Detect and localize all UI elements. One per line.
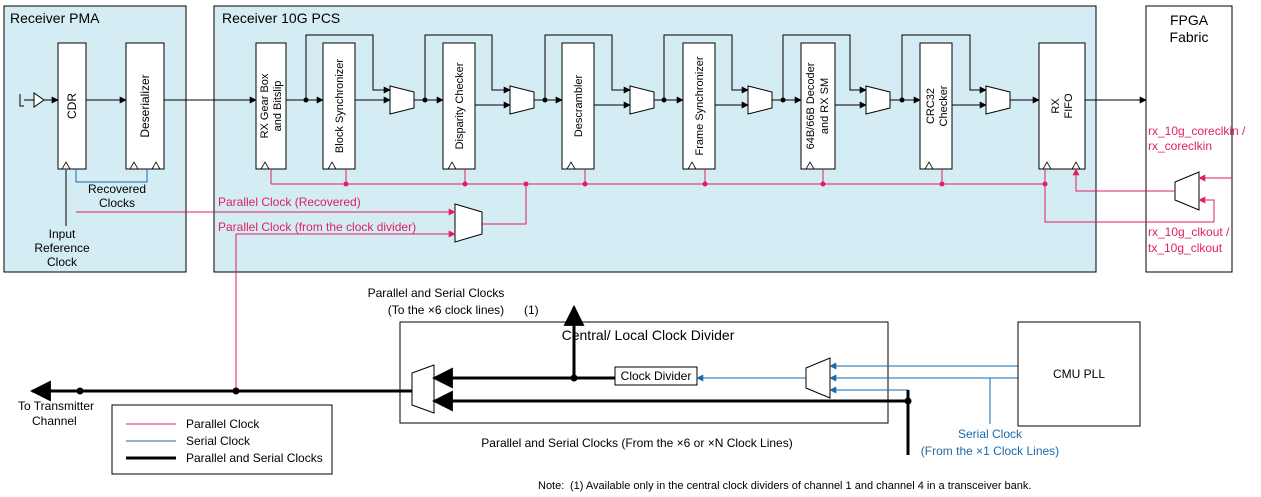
crc-label-2: Checker xyxy=(938,85,950,126)
cdr-label: CDR xyxy=(65,93,79,119)
pcs-clock-mux xyxy=(454,203,483,243)
serial-clock-label-2: (From the ×1 Clock Lines) xyxy=(921,444,1059,458)
bypass-mux-5 xyxy=(865,85,891,115)
fpga-fabric-title-line1: FPGA xyxy=(1170,12,1209,28)
fifo-label-2: FIFO xyxy=(1063,93,1075,118)
decoder-label-1: 64B/66B Decoder xyxy=(805,62,817,149)
par-serial-to-label-2: (To the ×6 clock lines) xyxy=(388,303,504,317)
frame-sync-label: Frame Synchronizer xyxy=(694,56,706,155)
legend: Parallel Clock Serial Clock Parallel and… xyxy=(111,404,333,475)
bypass-mux-2 xyxy=(509,85,535,115)
cmu-pll-label: CMU PLL xyxy=(1053,367,1105,381)
bypass-mux-3 xyxy=(629,85,655,115)
serial-clock-mux xyxy=(805,357,831,399)
legend-parallel-label: Parallel Clock xyxy=(186,417,260,431)
output-clock-mux xyxy=(411,364,435,414)
clkout-label-2: tx_10g_clkout xyxy=(1148,241,1223,255)
coreclkin-label-2: rx_coreclkin xyxy=(1148,139,1212,153)
fifo-label-1: RX xyxy=(1050,98,1062,114)
fabric-clock-mux xyxy=(1174,171,1200,211)
disparity-label: Disparity Checker xyxy=(454,62,466,149)
receiver-pcs-title: Receiver 10G PCS xyxy=(222,10,340,26)
frame-synchronizer-block: Frame Synchronizer xyxy=(682,42,716,170)
clkout-label-1: rx_10g_clkout / xyxy=(1148,225,1230,239)
descrambler-block: Descrambler xyxy=(561,42,595,170)
crc32-checker-block: CRC32 Checker xyxy=(919,42,953,170)
gearbox-label-2: and Bitslip xyxy=(272,81,284,132)
deserializer-block xyxy=(125,42,165,170)
decoder-block: 64B/66B Decoder and RX SM xyxy=(800,42,836,170)
to-transmitter-label-1: To Transmitter xyxy=(18,399,94,413)
input-ref-clock-label-3: Clock xyxy=(47,255,78,269)
receiver-pma-title: Receiver PMA xyxy=(10,10,100,26)
input-pin-icon xyxy=(19,94,24,107)
legend-serial-label: Serial Clock xyxy=(186,434,251,448)
fpga-fabric-panel xyxy=(1145,5,1233,273)
note-ref-1: (1) xyxy=(524,303,539,317)
block-sync-label: Block Synchronizer xyxy=(334,59,346,153)
bypass-mux-1 xyxy=(389,85,415,115)
clock-divider-label: Clock Divider xyxy=(621,369,692,383)
par-serial-from-label: Parallel and Serial Clocks (From the ×6 … xyxy=(481,436,792,450)
cdr-block xyxy=(57,42,87,170)
bypass-mux-4 xyxy=(747,85,773,115)
crc-label-1: CRC32 xyxy=(925,88,937,124)
legend-both-label: Parallel and Serial Clocks xyxy=(186,451,323,465)
decoder-label-2: and RX SM xyxy=(819,78,831,134)
input-ref-clock-label-1: Input xyxy=(49,227,76,241)
note-text: (1) Available only in the central clock … xyxy=(570,480,1031,492)
deserializer-label: Deserializer xyxy=(138,74,152,137)
disparity-checker-block: Disparity Checker xyxy=(442,42,476,170)
recovered-clocks-label-1: Recovered xyxy=(88,182,146,196)
bypass-mux-6 xyxy=(985,85,1011,115)
block-synchronizer-block: Block Synchronizer xyxy=(322,42,356,170)
recovered-clocks-label-2: Clocks xyxy=(99,196,135,210)
parallel-clock-divider-label: Parallel Clock (from the clock divider) xyxy=(218,220,416,234)
par-serial-to-label-1: Parallel and Serial Clocks xyxy=(368,286,505,300)
gearbox-label-1: RX Gear Box xyxy=(259,73,271,138)
input-buffer-icon xyxy=(24,92,45,108)
coreclkin-label-1: rx_10g_coreclkin / xyxy=(1148,124,1246,138)
cmu-pll-block xyxy=(1017,321,1141,427)
serial-clock-label-1: Serial Clock xyxy=(958,427,1023,441)
parallel-clock-recovered-label: Parallel Clock (Recovered) xyxy=(218,195,361,209)
fpga-fabric-title-line2: Fabric xyxy=(1170,29,1209,45)
note-prefix: Note: xyxy=(538,480,564,492)
gearbox-block: RX Gear Box and Bitslip xyxy=(255,42,287,170)
central-divider-title: Central/ Local Clock Divider xyxy=(562,327,735,343)
input-ref-clock-label-2: Reference xyxy=(34,241,90,255)
descrambler-label: Descrambler xyxy=(573,74,585,137)
rx-fifo-block: RX FIFO xyxy=(1038,42,1086,170)
to-transmitter-label-2: Channel xyxy=(32,414,77,428)
